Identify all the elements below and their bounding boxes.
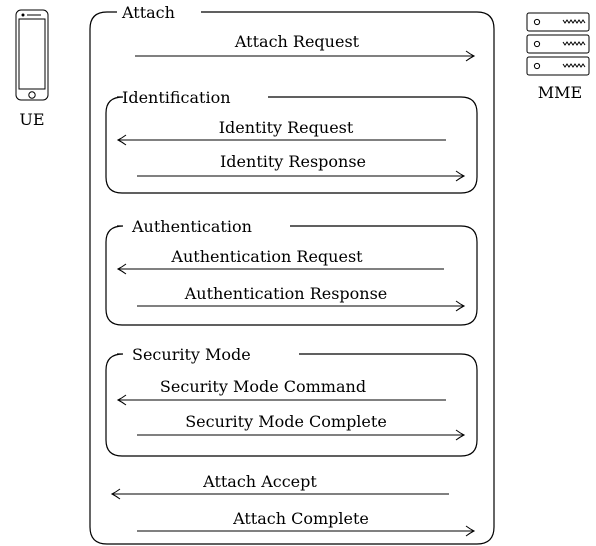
group-title: Authentication: [131, 217, 252, 236]
message-label: Security Mode Command: [160, 377, 366, 396]
group-title: Security Mode: [132, 345, 251, 364]
message-attach-accept: Attach Accept: [110, 472, 449, 500]
mme-actor: MME: [526, 12, 590, 102]
message-label: Attach Complete: [232, 509, 369, 528]
group-authentication: Authentication Authentication Request Au…: [105, 217, 478, 326]
message-identity-request: Identity Request: [116, 118, 446, 146]
message-label: Identity Response: [220, 152, 366, 171]
message-label: Identity Request: [219, 118, 354, 137]
ue-label: UE: [19, 110, 44, 129]
message-label: Attach Accept: [202, 472, 317, 491]
attach-frame: Attach: [89, 3, 495, 545]
attach-frame-title: Attach: [121, 3, 175, 22]
group-identification: Identification Identity Request Identity…: [105, 88, 478, 194]
ue-actor: UE: [15, 9, 49, 129]
server-icon: [526, 12, 590, 76]
message-label: Authentication Request: [170, 247, 363, 266]
message-identity-response: Identity Response: [137, 152, 466, 182]
message-label: Security Mode Complete: [185, 412, 387, 431]
group-title: Identification: [122, 88, 231, 107]
phone-icon: [15, 9, 49, 101]
message-security-mode-complete: Security Mode Complete: [137, 412, 466, 441]
mme-label: MME: [538, 83, 582, 102]
message-label: Authentication Response: [184, 284, 388, 303]
message-authentication-request: Authentication Request: [116, 247, 444, 275]
message-label: Attach Request: [234, 32, 360, 51]
message-attach-request: Attach Request: [135, 32, 476, 62]
message-attach-complete: Attach Complete: [137, 509, 476, 537]
group-security-mode: Security Mode Security Mode Command Secu…: [105, 345, 478, 457]
message-security-mode-command: Security Mode Command: [116, 377, 446, 406]
message-authentication-response: Authentication Response: [137, 284, 466, 312]
